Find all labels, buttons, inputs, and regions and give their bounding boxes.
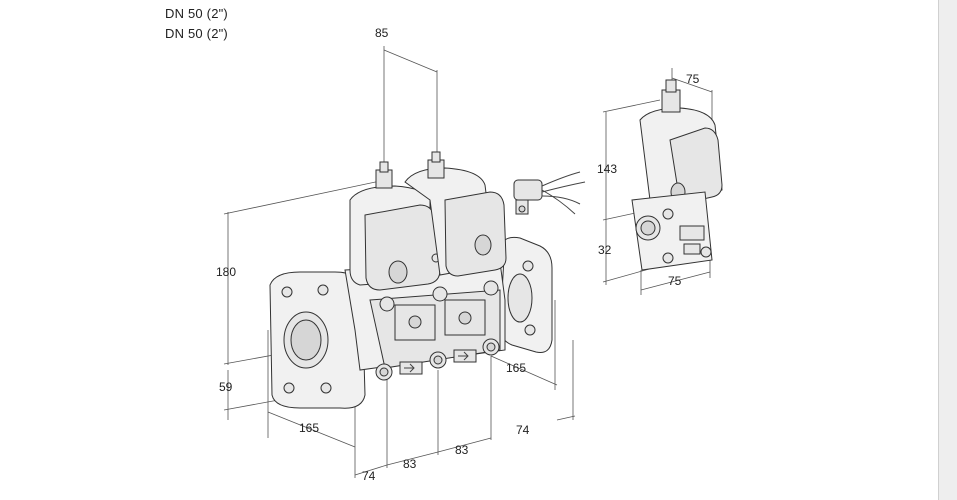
solenoid-actuator-2 — [404, 151, 507, 277]
dim-143: 143 — [597, 162, 617, 176]
dim-75-bottom: 75 — [668, 274, 682, 288]
nominal-size-label-2: DN 50 (2") — [165, 26, 228, 41]
dim-32: 32 — [598, 243, 612, 257]
dim-83-b: 83 — [455, 443, 469, 457]
dim-59: 59 — [219, 380, 233, 394]
side-view-valve — [631, 79, 723, 271]
dim-180: 180 — [216, 265, 236, 279]
inlet-flange — [269, 271, 366, 409]
dim-85: 85 — [375, 26, 389, 40]
dim-83-a: 83 — [403, 457, 417, 471]
dim-165-right: 165 — [506, 361, 526, 375]
solenoid-actuator-1 — [349, 161, 441, 291]
outlet-flange — [499, 236, 553, 353]
dimension-labels: 85 180 59 165 74 83 83 74 165 75 143 32 … — [216, 26, 700, 483]
dim-165-left: 165 — [299, 421, 319, 435]
dim-75-top: 75 — [686, 72, 700, 86]
dim-74-bottom: 74 — [362, 469, 376, 483]
cable-plug — [513, 171, 586, 215]
right-edge-frame — [938, 0, 957, 500]
nominal-size-label-1: DN 50 (2") — [165, 6, 228, 21]
dim-74-right: 74 — [516, 423, 530, 437]
